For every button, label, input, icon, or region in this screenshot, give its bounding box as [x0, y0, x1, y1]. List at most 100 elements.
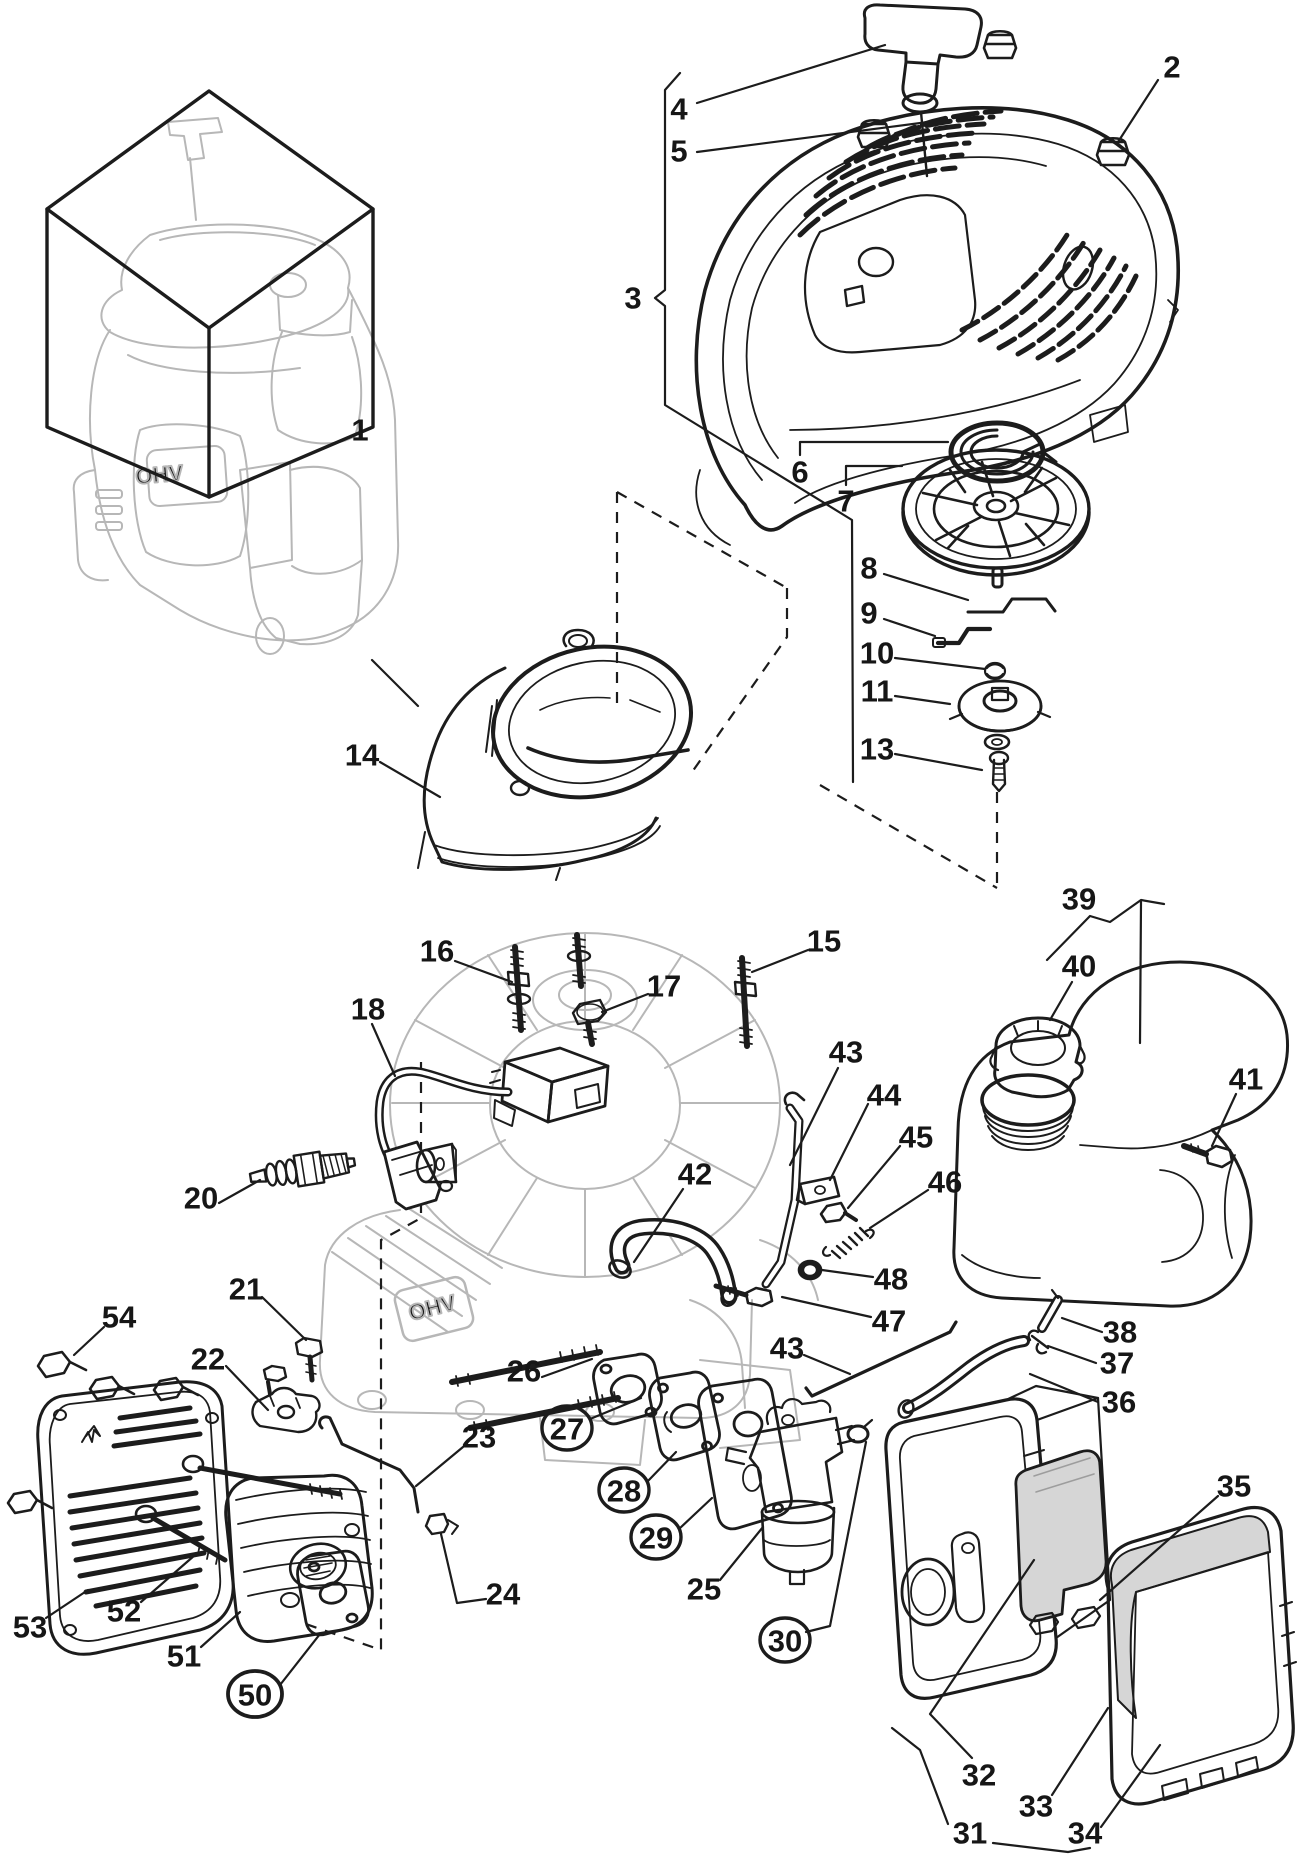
governor-arm	[761, 1091, 958, 1398]
callout-3: 3	[624, 281, 641, 316]
callout-4: 4	[670, 92, 688, 127]
callout-22: 22	[191, 1342, 225, 1377]
callout-50-circled: 50	[226, 1669, 284, 1719]
callout-26: 26	[507, 1354, 541, 1389]
callout-36: 36	[1102, 1385, 1136, 1420]
heat-shield-28	[648, 1370, 721, 1462]
callout-17: 17	[647, 969, 681, 1004]
callout-45: 45	[899, 1120, 933, 1155]
brake-rod-23	[318, 1415, 420, 1514]
hose-clamp-37	[1027, 1329, 1050, 1355]
callout-24: 24	[486, 1577, 521, 1612]
callout-31: 31	[953, 1816, 987, 1851]
main-engine-ghost: OHV	[318, 932, 819, 1466]
stud-16a	[506, 944, 532, 1033]
air-cleaner-cover-34	[1104, 1505, 1297, 1806]
breather-plug	[415, 1142, 458, 1184]
recoil-spring	[948, 420, 1058, 484]
cover-nuts	[1028, 1605, 1102, 1636]
exhaust-gasket-50	[296, 1549, 370, 1637]
intake-group	[449, 1344, 793, 1531]
callout-14: 14	[345, 738, 380, 773]
callout-38: 38	[1103, 1315, 1137, 1350]
callout-27-circled: 27	[540, 1404, 594, 1452]
heat-pipe	[608, 1218, 738, 1307]
grommet-48	[797, 1259, 823, 1281]
boxed-engine-ghost: OHV	[72, 117, 400, 655]
filter-element-32	[1014, 1449, 1108, 1623]
starter-cup	[948, 679, 1052, 733]
muffler-guard-53	[36, 1380, 235, 1656]
svg-text:29: 29	[639, 1521, 673, 1556]
callout-35: 35	[1217, 1469, 1251, 1504]
fuel-hose-36	[897, 1335, 1030, 1419]
callout-18: 18	[351, 992, 385, 1027]
guard-louvers	[67, 1405, 207, 1609]
clip-24	[424, 1512, 459, 1536]
fuel-tank	[952, 960, 1290, 1308]
nut-2	[1095, 136, 1131, 167]
filler-neck	[980, 1073, 1076, 1151]
gasket-27	[592, 1352, 663, 1426]
callout-15: 15	[807, 924, 841, 959]
bracket-44	[795, 1175, 841, 1206]
callout-20: 20	[184, 1181, 218, 1216]
air-cleaner-body-31	[884, 1384, 1112, 1700]
hot-surface-warning-icon	[81, 1425, 101, 1443]
air-cleaner-group	[884, 1384, 1297, 1806]
spark-plug	[248, 1150, 357, 1188]
svg-text:50: 50	[238, 1678, 272, 1713]
callout-5: 5	[670, 134, 687, 169]
callout-2: 2	[1163, 50, 1180, 85]
bolt-47	[713, 1283, 774, 1308]
mounting-studs	[506, 932, 758, 1049]
callout-labels: 1 2 3 4 5 6 7 8 9 10 11 13 14 15 16 17 1…	[13, 50, 1263, 1851]
callout-48: 48	[874, 1262, 908, 1297]
friction-spring	[983, 661, 1007, 681]
spring-46	[821, 1226, 875, 1260]
callout-11: 11	[861, 674, 894, 709]
tank-bolt-41	[1181, 1143, 1234, 1169]
ghost-artwork: OHV OHV	[72, 117, 819, 1466]
callout-41: 41	[1229, 1062, 1263, 1097]
callout-33: 33	[1019, 1789, 1053, 1824]
callout-28-circled: 28	[597, 1466, 651, 1514]
bolt-45	[819, 1201, 858, 1224]
callout-21: 21	[229, 1272, 263, 1307]
callout-52: 52	[107, 1594, 141, 1629]
callout-8: 8	[860, 551, 877, 586]
callout-34: 34	[1068, 1816, 1103, 1851]
blower-housing	[417, 628, 694, 881]
callout-1: 1	[351, 413, 368, 448]
callout-47: 47	[872, 1304, 906, 1339]
pre-cleaner-33	[1110, 1515, 1271, 1719]
engine-cover	[694, 106, 1181, 546]
callout-54: 54	[102, 1300, 137, 1335]
fuel-tank-group	[897, 960, 1290, 1419]
svg-text:30: 30	[768, 1624, 802, 1659]
callout-32: 32	[962, 1758, 996, 1793]
guard-bolts-54	[6, 1350, 200, 1515]
o-ring-30	[846, 1418, 874, 1444]
callout-43b: 43	[770, 1331, 804, 1366]
carburetor	[724, 1398, 874, 1586]
callout-10: 10	[860, 636, 894, 671]
callout-25: 25	[687, 1572, 721, 1607]
callout-43a: 43	[829, 1035, 863, 1070]
callout-51: 51	[167, 1639, 201, 1674]
callout-13: 13	[860, 732, 894, 767]
callout-37: 37	[1100, 1346, 1134, 1381]
svg-text:28: 28	[607, 1474, 641, 1509]
governor-link-rod	[804, 1320, 958, 1398]
callout-40: 40	[1062, 949, 1096, 984]
callout-39: 39	[1062, 882, 1096, 917]
svg-text:27: 27	[550, 1412, 584, 1447]
stud-16b	[566, 932, 592, 989]
callout-29-circled: 29	[629, 1513, 683, 1561]
callout-7: 7	[837, 484, 854, 519]
callout-23: 23	[462, 1420, 496, 1455]
callout-42: 42	[678, 1157, 712, 1192]
cover-vent-louvers	[797, 108, 1004, 238]
